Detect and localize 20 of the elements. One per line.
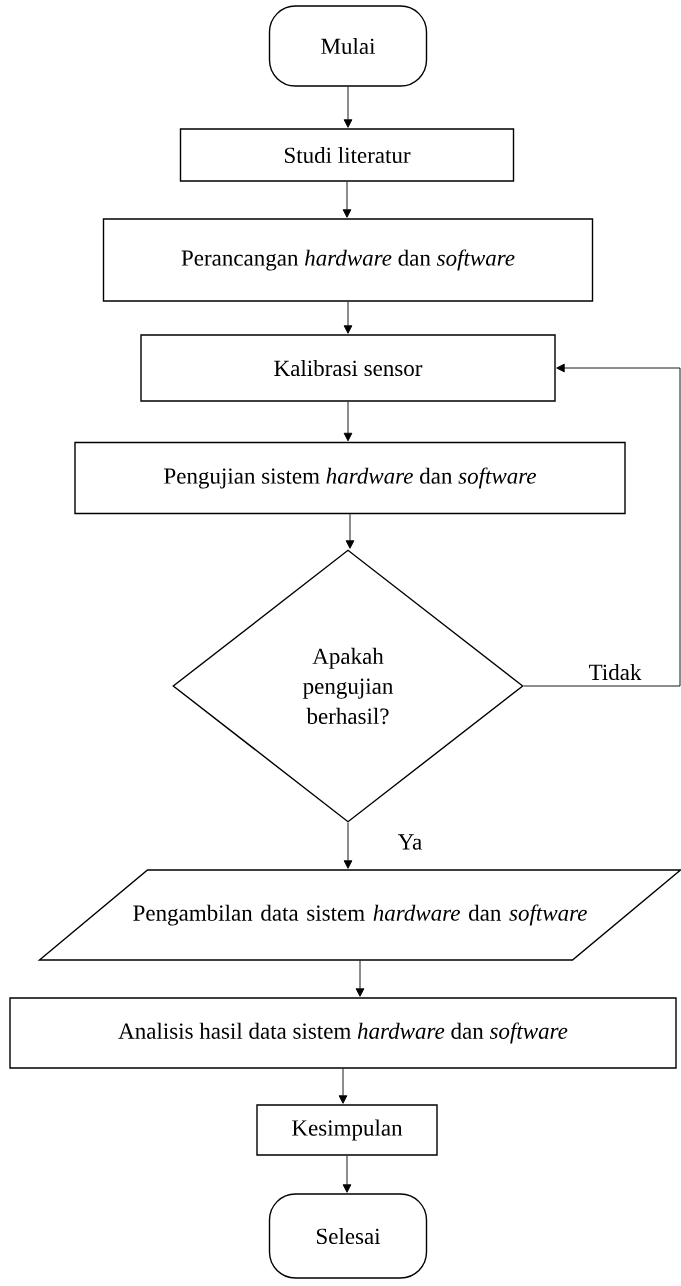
process-box: Kalibrasi sensor xyxy=(140,334,556,402)
arrow xyxy=(342,181,352,218)
process-box: Studi literatur xyxy=(179,128,515,182)
process-box: Pengujian sistem hardware dan software xyxy=(74,441,626,515)
arrow xyxy=(523,363,681,687)
arrow xyxy=(355,960,365,997)
edge-label: Ya xyxy=(396,833,424,851)
arrow xyxy=(345,513,355,549)
terminal-box: Mulai xyxy=(268,5,428,87)
process-box: Analisis hasil data sistem hardware dan software xyxy=(9,997,677,1069)
arrow xyxy=(338,1068,348,1104)
arrow xyxy=(343,401,353,442)
terminal-box: Selesai xyxy=(268,1193,428,1279)
process-box: Kesimpulan xyxy=(256,1104,438,1156)
edge-label: Tidak xyxy=(587,662,643,682)
process-box: Perancangan hardware dan software xyxy=(102,218,594,302)
arrow xyxy=(343,86,353,128)
arrow xyxy=(342,1155,352,1193)
arrow xyxy=(343,301,353,334)
arrow xyxy=(343,822,353,869)
